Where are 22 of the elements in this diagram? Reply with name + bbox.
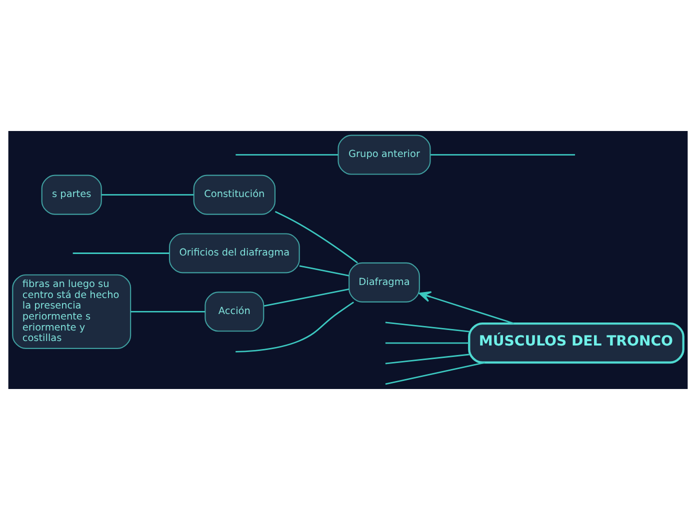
node-box: Acción xyxy=(204,292,264,332)
connector xyxy=(236,302,354,352)
connector xyxy=(385,362,486,385)
connector xyxy=(274,211,358,264)
connector xyxy=(264,288,350,307)
node-box: fibras an luego su centro stá de hecho la presencia periormente s eriormente y costillas xyxy=(12,274,132,349)
connector xyxy=(72,252,170,254)
arrow xyxy=(418,291,514,324)
connector xyxy=(430,154,576,156)
connector xyxy=(299,265,350,276)
node-box: Constitución xyxy=(193,174,276,215)
connector xyxy=(385,322,470,332)
connector xyxy=(385,342,470,344)
connector xyxy=(130,310,205,312)
connector xyxy=(101,194,194,196)
connector xyxy=(385,354,470,364)
node-box: s partes xyxy=(41,174,102,215)
connector xyxy=(236,154,338,156)
node-box: MÚSCULOS DEL TRONCO xyxy=(468,322,684,364)
node-box: Diafragma xyxy=(348,262,420,302)
node-box: Orificios del diafragma xyxy=(168,233,300,274)
node-box: Grupo anterior xyxy=(338,134,431,175)
